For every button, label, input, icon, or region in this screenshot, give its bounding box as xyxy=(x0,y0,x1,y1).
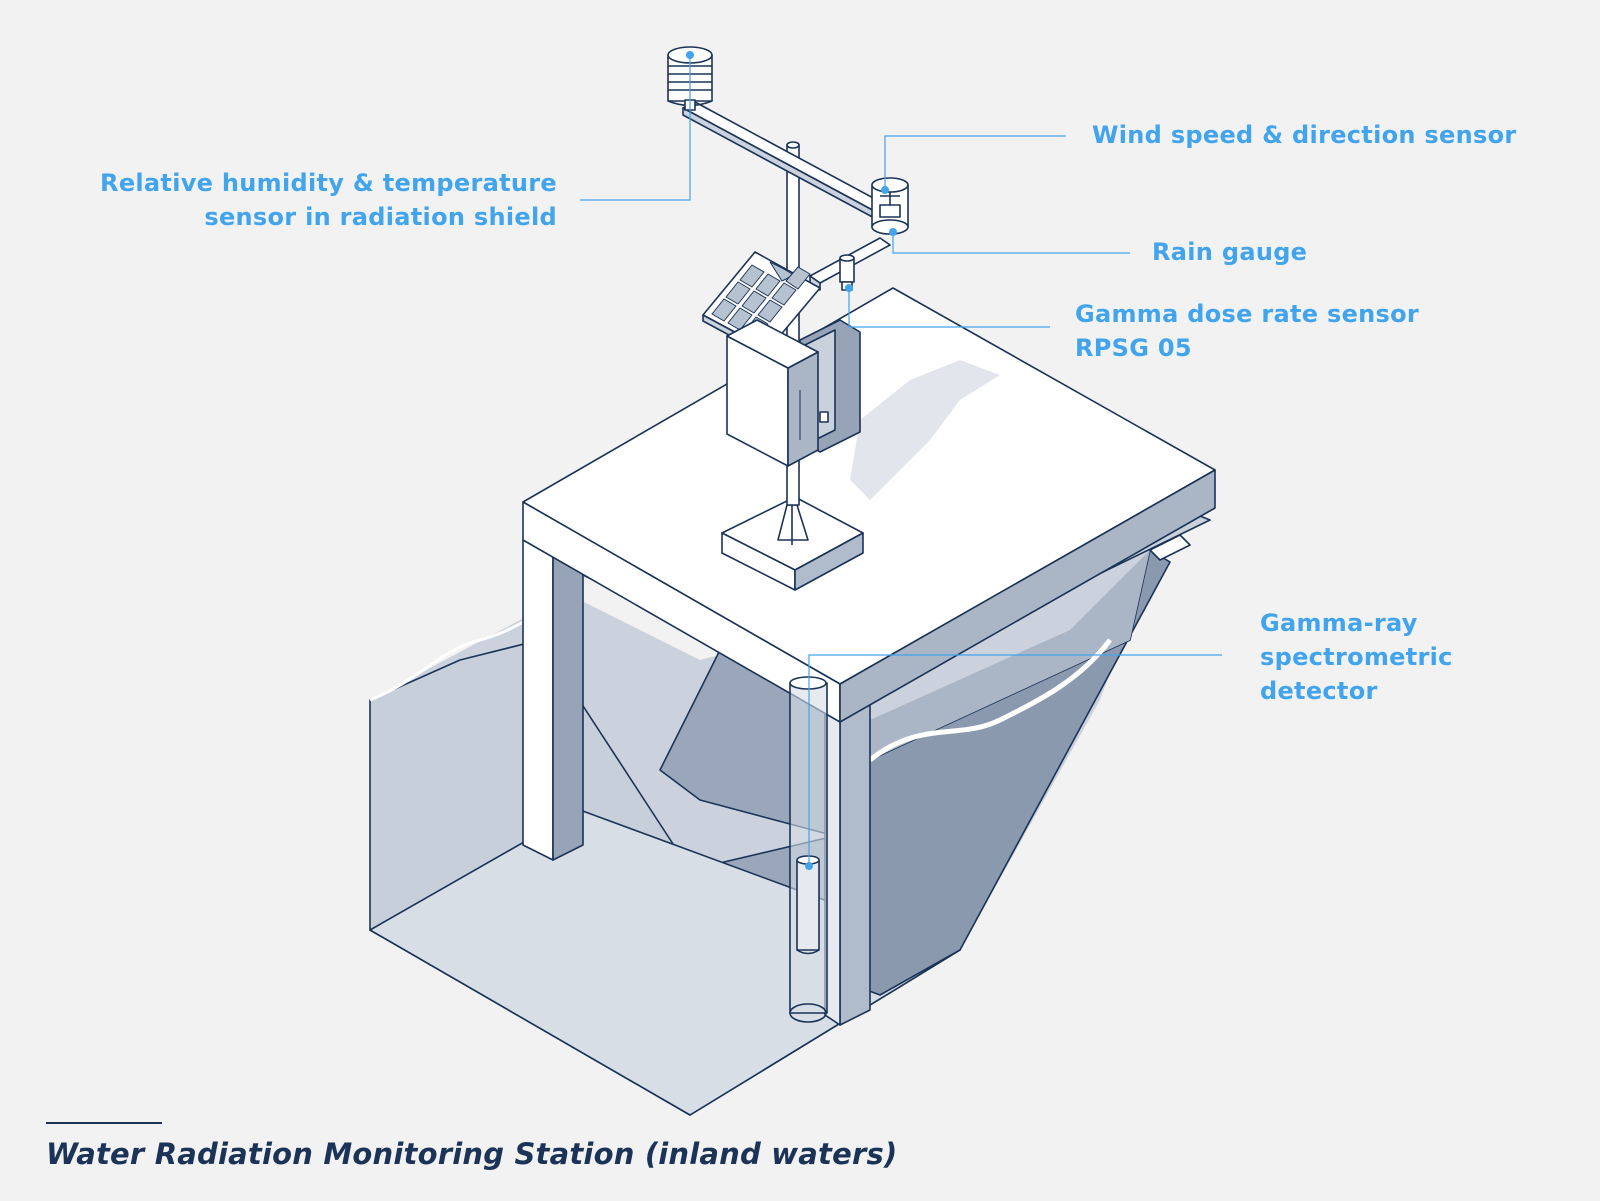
dot-spectrometric xyxy=(805,862,813,870)
label-gamma-dose-line-2: RPSG 05 xyxy=(1075,334,1192,362)
diagram-title: Water Radiation Monitoring Station (inla… xyxy=(46,1137,898,1171)
label-spectrometric-line-2: spectrometric xyxy=(1260,643,1453,671)
leader-gamma-dose xyxy=(848,288,1050,328)
leader-rain xyxy=(892,232,1130,254)
label-gamma-dose: Gamma dose rate sensor RPSG 05 xyxy=(1075,297,1419,365)
equipment-cabinet xyxy=(726,319,861,467)
mast-base xyxy=(721,496,864,591)
dot-rain xyxy=(889,228,897,236)
label-spectrometric-line-1: Gamma-ray xyxy=(1260,609,1418,637)
leader-humidity xyxy=(580,55,691,201)
leader-spectrometric xyxy=(808,654,1222,866)
label-humidity-line-2: sensor in radiation shield xyxy=(204,203,557,231)
leader-dots xyxy=(686,51,897,870)
label-humidity: Relative humidity & temperature sensor i… xyxy=(100,166,557,234)
wind-rain-sensor xyxy=(871,177,909,235)
label-wind: Wind speed & direction sensor xyxy=(1092,118,1517,152)
leader-wind xyxy=(884,135,1066,190)
label-humidity-line-1: Relative humidity & temperature xyxy=(100,169,557,197)
label-rain-line-1: Rain gauge xyxy=(1152,238,1308,266)
label-gamma-dose-line-1: Gamma dose rate sensor xyxy=(1075,300,1420,328)
label-rain: Rain gauge xyxy=(1152,235,1307,269)
leader-lines xyxy=(580,55,1222,866)
dot-humidity xyxy=(686,51,694,59)
dot-gamma-dose xyxy=(845,284,853,292)
platform-slab xyxy=(522,287,1216,723)
title-rule xyxy=(46,1122,162,1124)
platform-legs xyxy=(522,534,1191,1026)
label-wind-line-1: Wind speed & direction sensor xyxy=(1092,121,1517,149)
label-spectrometric: Gamma-ray spectrometric detector xyxy=(1260,606,1453,708)
label-spectrometric-line-3: detector xyxy=(1260,677,1378,705)
dot-wind xyxy=(881,186,889,194)
